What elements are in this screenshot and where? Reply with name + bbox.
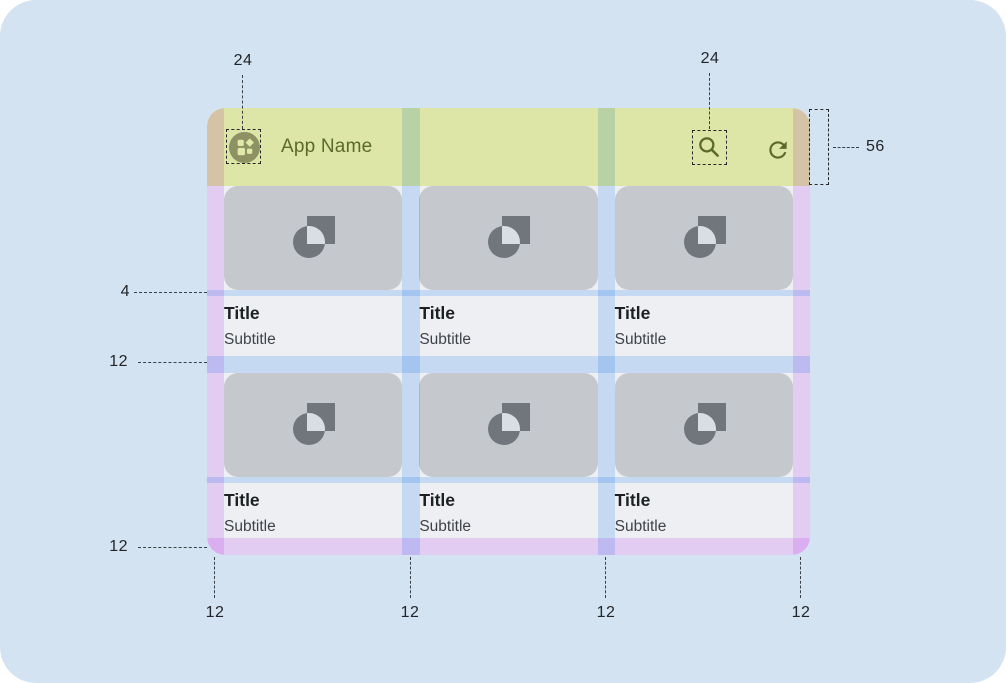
card-subtitle: Subtitle [614, 331, 667, 348]
dimension-label-row-gap: 12 [109, 353, 128, 370]
image-placeholder-icon [293, 216, 336, 258]
dimension-label-appbar-height: 56 [866, 138, 885, 155]
app-bar-title: App Name [281, 136, 373, 157]
icon-bounds-box [226, 129, 261, 164]
card-subtitle: Subtitle [224, 331, 276, 348]
dimension-label-gutter: 12 [596, 604, 616, 621]
card-media[interactable] [224, 373, 403, 477]
card-text[interactable]: Title Subtitle [419, 483, 597, 538]
dimension-leader-line [410, 557, 411, 598]
dimension-label-leading-icon: 24 [233, 52, 253, 69]
bottom-margin-overlay [207, 538, 810, 555]
image-placeholder-icon [683, 216, 726, 258]
dimension-label-left-margin: 12 [205, 604, 225, 621]
card-title: Title [224, 490, 260, 510]
dimension-leader-line [800, 557, 801, 598]
image-placeholder-icon [683, 403, 726, 445]
dimension-leader-line [138, 547, 207, 548]
dimension-label-right-margin: 12 [791, 604, 811, 621]
image-placeholder-icon [293, 403, 336, 445]
dimension-label-trailing-icon: 24 [700, 50, 720, 67]
card-media[interactable] [419, 186, 598, 290]
card-grid: Title Subtitle Title Subtitle Title Subt… [224, 186, 793, 538]
card-subtitle: Subtitle [614, 518, 667, 535]
card-text[interactable]: Title Subtitle [224, 483, 402, 538]
image-placeholder-icon [488, 216, 531, 258]
dimension-label-media-text-gap: 4 [120, 283, 130, 300]
card-media[interactable] [614, 186, 793, 290]
card-text[interactable]: Title Subtitle [615, 296, 793, 356]
dimension-label-gutter: 12 [400, 604, 420, 621]
dimension-leader-line [833, 147, 859, 148]
app-mockup: Title Subtitle Title Subtitle Title Subt… [207, 108, 810, 555]
dimension-leader-line [242, 75, 243, 129]
card-subtitle: Subtitle [419, 331, 472, 348]
card-text[interactable]: Title Subtitle [615, 483, 793, 538]
image-placeholder-icon [488, 403, 531, 445]
card-title: Title [419, 303, 455, 323]
dimension-label-bottom-margin: 12 [109, 538, 128, 555]
dimension-leader-line [214, 557, 215, 598]
dimension-leader-line [605, 557, 606, 598]
appbar-height-bracket [809, 109, 829, 185]
card-title: Title [224, 303, 260, 323]
card-title: Title [614, 490, 651, 510]
dimension-leader-line [134, 292, 207, 293]
dimension-leader-line [138, 362, 207, 363]
card-media[interactable] [419, 373, 598, 477]
card-title: Title [419, 490, 455, 510]
card-text[interactable]: Title Subtitle [224, 296, 402, 356]
dimension-leader-line [709, 73, 710, 129]
card-media[interactable] [224, 186, 403, 290]
card-text[interactable]: Title Subtitle [419, 296, 597, 356]
card-media[interactable] [614, 373, 793, 477]
icon-bounds-box [692, 130, 727, 165]
refresh-icon[interactable] [765, 137, 791, 163]
card-subtitle: Subtitle [419, 518, 472, 535]
card-title: Title [614, 303, 651, 323]
card-subtitle: Subtitle [224, 518, 276, 535]
